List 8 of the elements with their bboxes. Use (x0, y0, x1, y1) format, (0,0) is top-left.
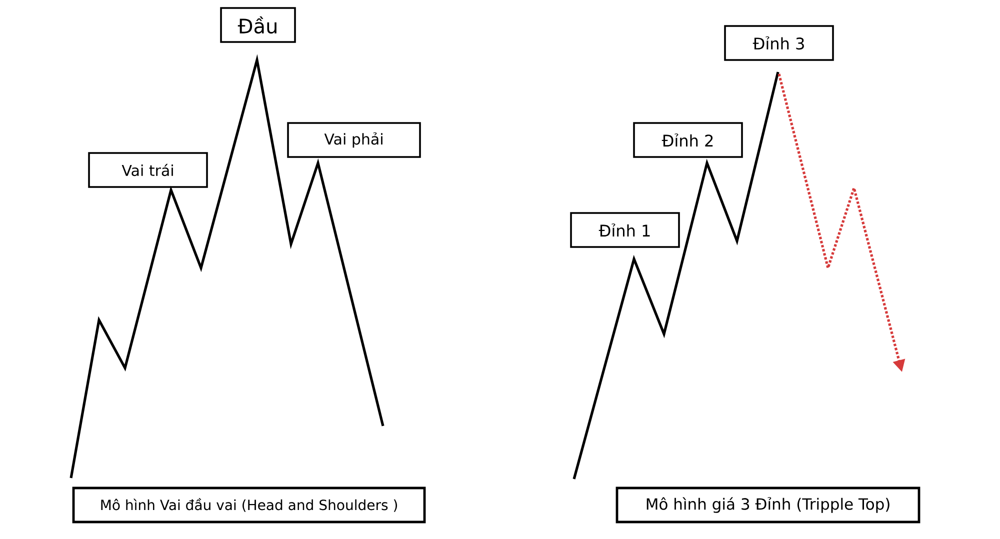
label-box: Đỉnh 2 (633, 122, 743, 158)
label-box: Vai trái (88, 152, 208, 188)
caption-box: Mô hình Vai đầu vai (Head and Shoulders ) (72, 486, 426, 524)
label-box: Vai phải (287, 122, 421, 158)
caption-box: Mô hình giá 3 Đỉnh (Tripple Top) (616, 486, 920, 524)
label-box: Đỉnh 3 (724, 25, 834, 61)
label-box: Đỉnh 1 (570, 212, 680, 248)
label-box: Đầu (220, 7, 296, 43)
